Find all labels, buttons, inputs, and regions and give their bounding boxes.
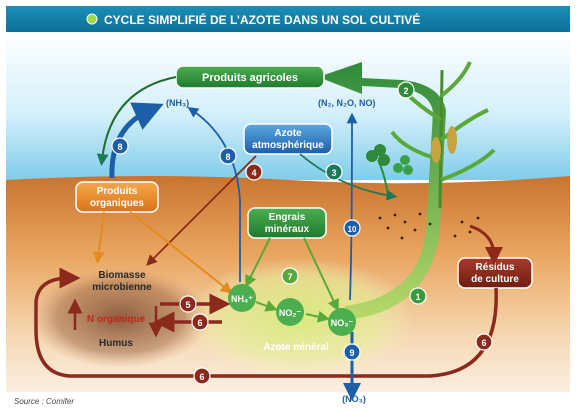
step-badge-7-label: 7	[287, 272, 292, 282]
step-badge-4	[245, 163, 263, 181]
no2-ion-label: NO₂⁻	[279, 308, 301, 318]
title-bar	[6, 6, 570, 32]
root-nodules	[378, 212, 480, 240]
arrow-organiques-to-nh4	[129, 211, 233, 294]
diagram-title: CYCLE SIMPLIFIÉ DE L’AZOTE DANS UN SOL C…	[104, 12, 420, 27]
no3-leached-label: (NO₃)	[342, 394, 366, 404]
produits-organiques-label-1: Produits	[97, 186, 138, 197]
step-badge-5-label: 5	[185, 300, 190, 310]
no2-ion-node	[276, 298, 304, 326]
step-badge-3-label: 3	[331, 168, 336, 178]
step-badge-3	[325, 163, 343, 181]
arrow-organiques-to-biomasse	[92, 211, 105, 264]
azote-atmospherique-label-2: atmosphérique	[252, 140, 324, 151]
humus-zone	[30, 268, 210, 368]
gases-label: (N₂, N₂O, NO)	[318, 98, 376, 108]
arrow-volatilisation-8a	[109, 102, 164, 179]
produits-organiques-label-2: organiques	[90, 198, 144, 209]
step-badge-9	[343, 343, 361, 361]
no3-ion-node	[328, 308, 356, 336]
step-badge-8b	[219, 147, 237, 165]
source-credit: Source : Comifer	[14, 397, 74, 406]
arrow-agricoles-to-organiques	[96, 76, 177, 166]
engrais-mineraux-box	[247, 207, 327, 239]
step-badge-6b	[475, 333, 493, 351]
nh4-ion-label: NH₄⁺	[231, 294, 253, 304]
step-badge-9-label: 9	[349, 348, 354, 358]
arrow-nh4-to-no2	[255, 300, 278, 312]
arrow-engrais-to-nh4	[245, 237, 271, 288]
step-badge-6c-label: 6	[199, 372, 204, 382]
azote-mineral-label: Azote minéral	[263, 342, 329, 353]
engrais-mineraux-label-1: Engrais	[269, 212, 306, 223]
step-badge-8a-label: 8	[117, 142, 122, 152]
step-badge-6c	[193, 367, 211, 385]
step-badge-6a	[191, 313, 209, 331]
step-badge-2-label: 2	[403, 86, 408, 96]
humus-label: Humus	[99, 338, 133, 349]
step-badge-1	[409, 287, 427, 305]
arrow-azote-to-biomasse-4	[146, 155, 257, 266]
step-badge-2	[397, 81, 415, 99]
n-organique-label: N organique	[87, 314, 146, 325]
step-badge-8b-label: 8	[225, 152, 230, 162]
produits-agricoles-label: Produits agricoles	[202, 72, 298, 84]
nh4-ion-node	[228, 284, 256, 312]
step-badge-6a-label: 6	[197, 318, 202, 328]
azote-atmospherique-box	[243, 123, 333, 155]
arrow-no2-to-no3	[305, 310, 330, 323]
azote-atmospherique-label-1: Azote	[274, 128, 302, 139]
biomasse-label-2: microbienne	[92, 282, 152, 293]
step-badge-10-label: 10	[348, 225, 357, 234]
residus-culture-label-1: Résidus	[476, 262, 515, 273]
step-badge-6b-label: 6	[481, 338, 486, 348]
engrais-mineraux-label-2: minéraux	[265, 224, 310, 235]
biomasse-label-1: Biomasse	[98, 270, 146, 281]
step-badges: 8 8 2 4 3 10 7 5 6 1 9 6 6	[111, 81, 493, 385]
step-badge-8a	[111, 137, 129, 155]
no3-ion-label: NO₃⁻	[331, 318, 354, 328]
step-badge-7	[281, 267, 299, 285]
arrow-engrais-to-no3	[303, 237, 339, 312]
step-badge-4-label: 4	[251, 168, 256, 178]
produits-organiques-box	[75, 181, 159, 213]
nh3-volatilisation-label: (NH₃)	[166, 98, 189, 108]
arrow-fixation-3	[299, 153, 398, 201]
step-badge-10	[343, 219, 361, 237]
clover-plant-icon	[366, 144, 413, 196]
title-bullet-icon	[86, 13, 98, 25]
arrow-plant-to-residus	[469, 224, 503, 265]
step-badge-1-label: 1	[415, 292, 420, 302]
crop-plant-icon	[390, 61, 496, 209]
step-badge-5	[179, 295, 197, 313]
residus-culture-label-2: de culture	[471, 274, 519, 285]
